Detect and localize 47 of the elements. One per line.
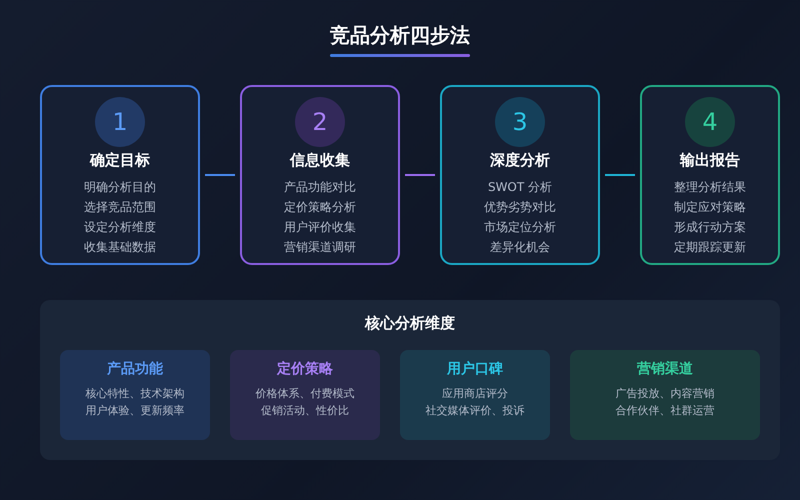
card-text: 核心特性、技术架构 [84, 386, 186, 401]
title: 竞品分析四步法 [329, 22, 471, 49]
card-title: 营销渠道 [636, 360, 694, 378]
step-item: 明确分析目的 [83, 179, 157, 196]
dimensions-panel [40, 300, 780, 460]
step-card [640, 85, 780, 265]
step-item: 收集基础数据 [83, 239, 157, 256]
step-item: 用户评价收集 [283, 219, 357, 236]
card-text: 广告投放、内容营销 [614, 386, 716, 401]
card-title: 产品功能 [106, 360, 164, 378]
step-item: 选择竞品范围 [83, 199, 157, 216]
card-text: 合作伙伴、社群运营 [614, 403, 716, 418]
step-item: 营销渠道调研 [283, 239, 357, 256]
step-item: SWOT 分析 [486, 179, 554, 196]
panel-title: 核心分析维度 [364, 314, 456, 333]
step-item: 定期跟踪更新 [673, 239, 747, 256]
step-item: 形成行动方案 [673, 219, 747, 236]
dimension-card [60, 350, 210, 440]
connector-line [205, 174, 235, 176]
step-item: 差异化机会 [489, 239, 551, 256]
step-item: 产品功能对比 [283, 179, 357, 196]
step-item: 优势劣势对比 [483, 199, 557, 216]
card-title: 用户口碑 [446, 360, 504, 378]
step-title: 确定目标 [88, 151, 151, 170]
step-number: 2 [295, 97, 345, 147]
step-card [40, 85, 200, 265]
step-item: 定价策略分析 [283, 199, 357, 216]
step-item: 设定分析维度 [83, 219, 157, 236]
connector-line [605, 174, 635, 176]
card-text: 价格体系、付费模式 [254, 386, 356, 401]
step-item: 整理分析结果 [673, 179, 747, 196]
card-text: 用户体验、更新频率 [84, 403, 186, 418]
step-number: 1 [95, 97, 145, 147]
step-card [440, 85, 600, 265]
card-title: 定价策略 [276, 360, 334, 378]
step-number: 4 [685, 97, 735, 147]
step-item: 市场定位分析 [483, 219, 557, 236]
card-text: 社交媒体评价、投诉 [424, 403, 526, 418]
card-text: 应用商店评分 [441, 386, 509, 401]
card-text: 促销活动、性价比 [260, 403, 350, 418]
connector-line [405, 174, 435, 176]
step-card [240, 85, 400, 265]
step-item: 制定应对策略 [673, 199, 747, 216]
step-number: 3 [495, 97, 545, 147]
step-title: 深度分析 [489, 151, 551, 170]
step-title: 信息收集 [288, 151, 351, 170]
step-title: 输出报告 [678, 151, 741, 170]
